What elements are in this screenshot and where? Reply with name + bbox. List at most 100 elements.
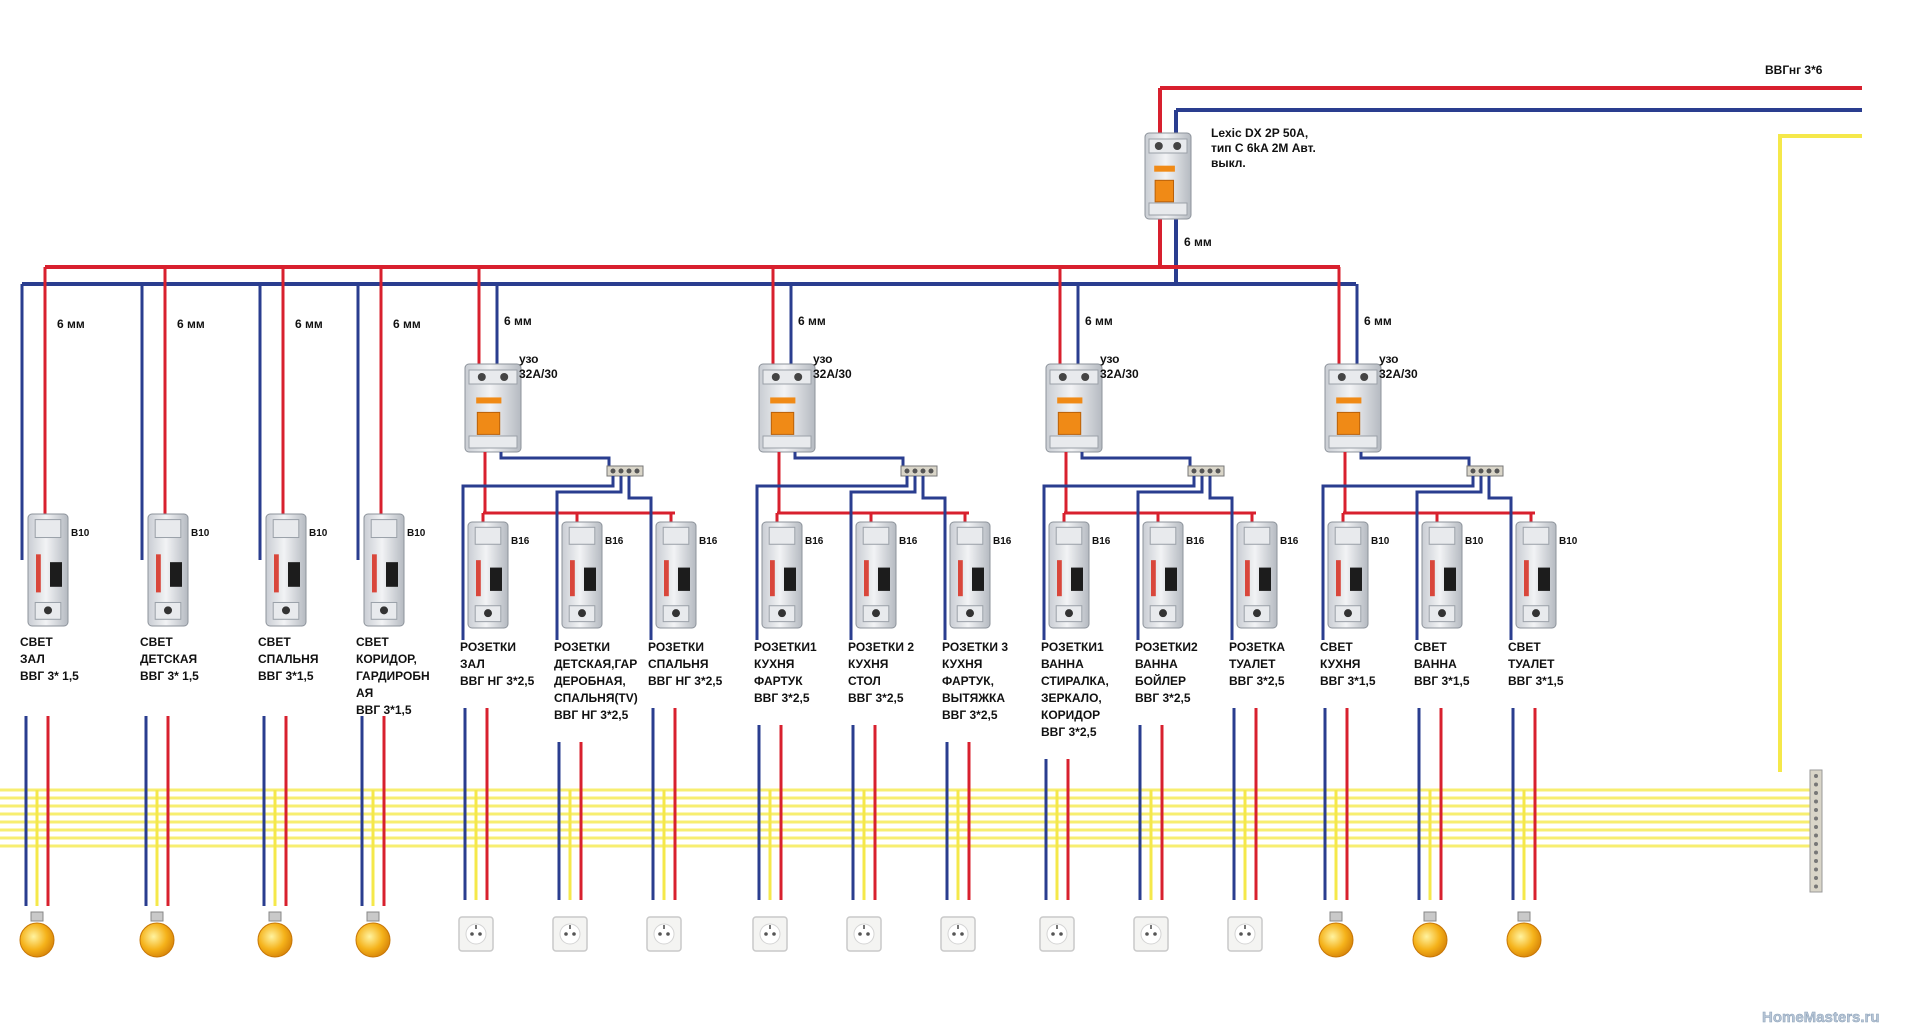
- circuit-label-line: ФАРТУК,: [942, 674, 994, 688]
- terminal-block-body: [606, 465, 644, 477]
- circuit-label-line: ВВГ 3* 1,5: [140, 669, 199, 683]
- rcd-test-label: [1154, 165, 1175, 172]
- socket-pin: [478, 932, 482, 936]
- terminal-block-body: [900, 465, 938, 477]
- breaker-screw: [380, 606, 388, 615]
- wire-size-label: 6 мм: [798, 314, 826, 328]
- circuit-label-line: ТУАЛЕТ: [1229, 657, 1276, 671]
- rcd-label-line: 32А/30: [1100, 367, 1139, 381]
- circuit-label-line: ГАРДИРОБН: [356, 669, 430, 683]
- circuit-breaker: B10: [363, 513, 426, 627]
- terminal-screw: [1191, 468, 1197, 474]
- circuit-breaker: B16: [855, 521, 918, 629]
- circuit-label-line: РОЗЕТКИ1: [754, 640, 817, 654]
- breaker-screw: [966, 609, 974, 618]
- circuit-label-line: СПАЛЬНЯ(TV): [554, 691, 638, 705]
- bulb-icon: [1506, 911, 1542, 958]
- circuit-label-line: ВВГ 3*2,5: [848, 691, 904, 705]
- breaker-rating: B16: [511, 536, 530, 547]
- rcd-screw: [771, 373, 780, 381]
- circuit-breaker: B10: [27, 513, 90, 627]
- terminal-screw: [610, 468, 616, 474]
- breaker-toggle: [784, 567, 796, 591]
- breaker-toggle: [1538, 567, 1550, 591]
- bulb-base: [150, 911, 164, 922]
- neutral-wire: [793, 452, 905, 466]
- circuit-label-line: ДЕРОБНАЯ,: [554, 674, 626, 688]
- neutral-wire: [1415, 476, 1483, 640]
- breaker-screw: [578, 609, 586, 618]
- rcd-toggle: [1154, 179, 1175, 203]
- terminal-screw: [634, 468, 640, 474]
- bulb-base: [1517, 911, 1531, 922]
- terminal-block-body: [1466, 465, 1504, 477]
- wire-size-label: 6 мм: [295, 317, 323, 331]
- circuit-label-line: ВВГ 3*1,5: [258, 669, 314, 683]
- rcd-device: [464, 363, 522, 453]
- bulb-glass: [257, 922, 293, 958]
- socket-pin: [572, 932, 576, 936]
- socket-earth: [863, 925, 865, 929]
- circuit-label-line: КУХНЯ: [754, 657, 794, 671]
- circuit-label-line: РОЗЕТКИ 3: [942, 640, 1008, 654]
- breaker-body: [1236, 521, 1278, 629]
- circuit-breaker: B16: [1048, 521, 1111, 629]
- socket-face: [559, 923, 581, 945]
- earth-terminal-screw: [1814, 833, 1818, 838]
- breaker-rating: B16: [699, 536, 718, 547]
- socket-earth: [769, 925, 771, 929]
- rcd-test-label: [770, 397, 796, 404]
- socket-face: [759, 923, 781, 945]
- rcd-label-line: узо: [1100, 352, 1120, 366]
- breaker-rating: B10: [1371, 536, 1390, 547]
- earth-terminal-screw: [1814, 799, 1818, 804]
- circuit-breaker: B10: [1421, 521, 1484, 629]
- terminal-screw: [1486, 468, 1492, 474]
- breaker-screw: [1159, 609, 1167, 618]
- earth-terminal-screw: [1814, 884, 1818, 889]
- circuit-label-line: ВВГ НГ 3*2,5: [648, 674, 723, 688]
- circuit-label-line: ВАННА: [1135, 657, 1178, 671]
- bulb-base: [1423, 911, 1437, 922]
- bulb-glass: [1318, 922, 1354, 958]
- breaker-terminal-top: [1334, 526, 1362, 545]
- socket-icon: [552, 916, 588, 952]
- breaker-indicator: [570, 560, 575, 597]
- breaker-rating: B16: [899, 536, 918, 547]
- rcd-terminal-bottom: [1148, 202, 1188, 216]
- breaker-indicator: [476, 560, 481, 597]
- breaker-screw: [1065, 609, 1073, 618]
- breaker-toggle: [1165, 567, 1177, 591]
- breaker-rating: B10: [71, 528, 90, 539]
- terminal-screw: [912, 468, 918, 474]
- breaker-terminal-top: [1522, 526, 1550, 545]
- socket-face: [653, 923, 675, 945]
- breaker-screw: [672, 609, 680, 618]
- circuit-label-line: СВЕТ: [140, 635, 173, 649]
- circuit-label-line: КУХНЯ: [848, 657, 888, 671]
- circuit-label-line: РОЗЕТКИ 2: [848, 640, 914, 654]
- rcd-label-line: узо: [813, 352, 833, 366]
- breaker-terminal-top: [1055, 526, 1083, 545]
- earth-terminal-screw: [1814, 842, 1818, 846]
- socket-pin: [858, 932, 862, 936]
- main-wire-label: 6 мм: [1184, 235, 1212, 249]
- circuit-breaker: B10: [265, 513, 328, 627]
- neutral-wire: [1080, 452, 1192, 466]
- circuit-label-line: СВЕТ: [258, 635, 291, 649]
- circuit-label-line: ВВГ 3*1,5: [1414, 674, 1470, 688]
- circuit-label-line: ВВГ НГ 3*2,5: [460, 674, 535, 688]
- breaker-terminal-top: [1428, 526, 1456, 545]
- terminal-screw: [928, 468, 934, 474]
- breaker-indicator: [1245, 560, 1250, 597]
- breaker-toggle: [1259, 567, 1271, 591]
- bulb-icon: [257, 911, 293, 958]
- breaker-body: [1421, 521, 1463, 629]
- rcd-toggle: [1057, 411, 1082, 435]
- breaker-body: [27, 513, 69, 627]
